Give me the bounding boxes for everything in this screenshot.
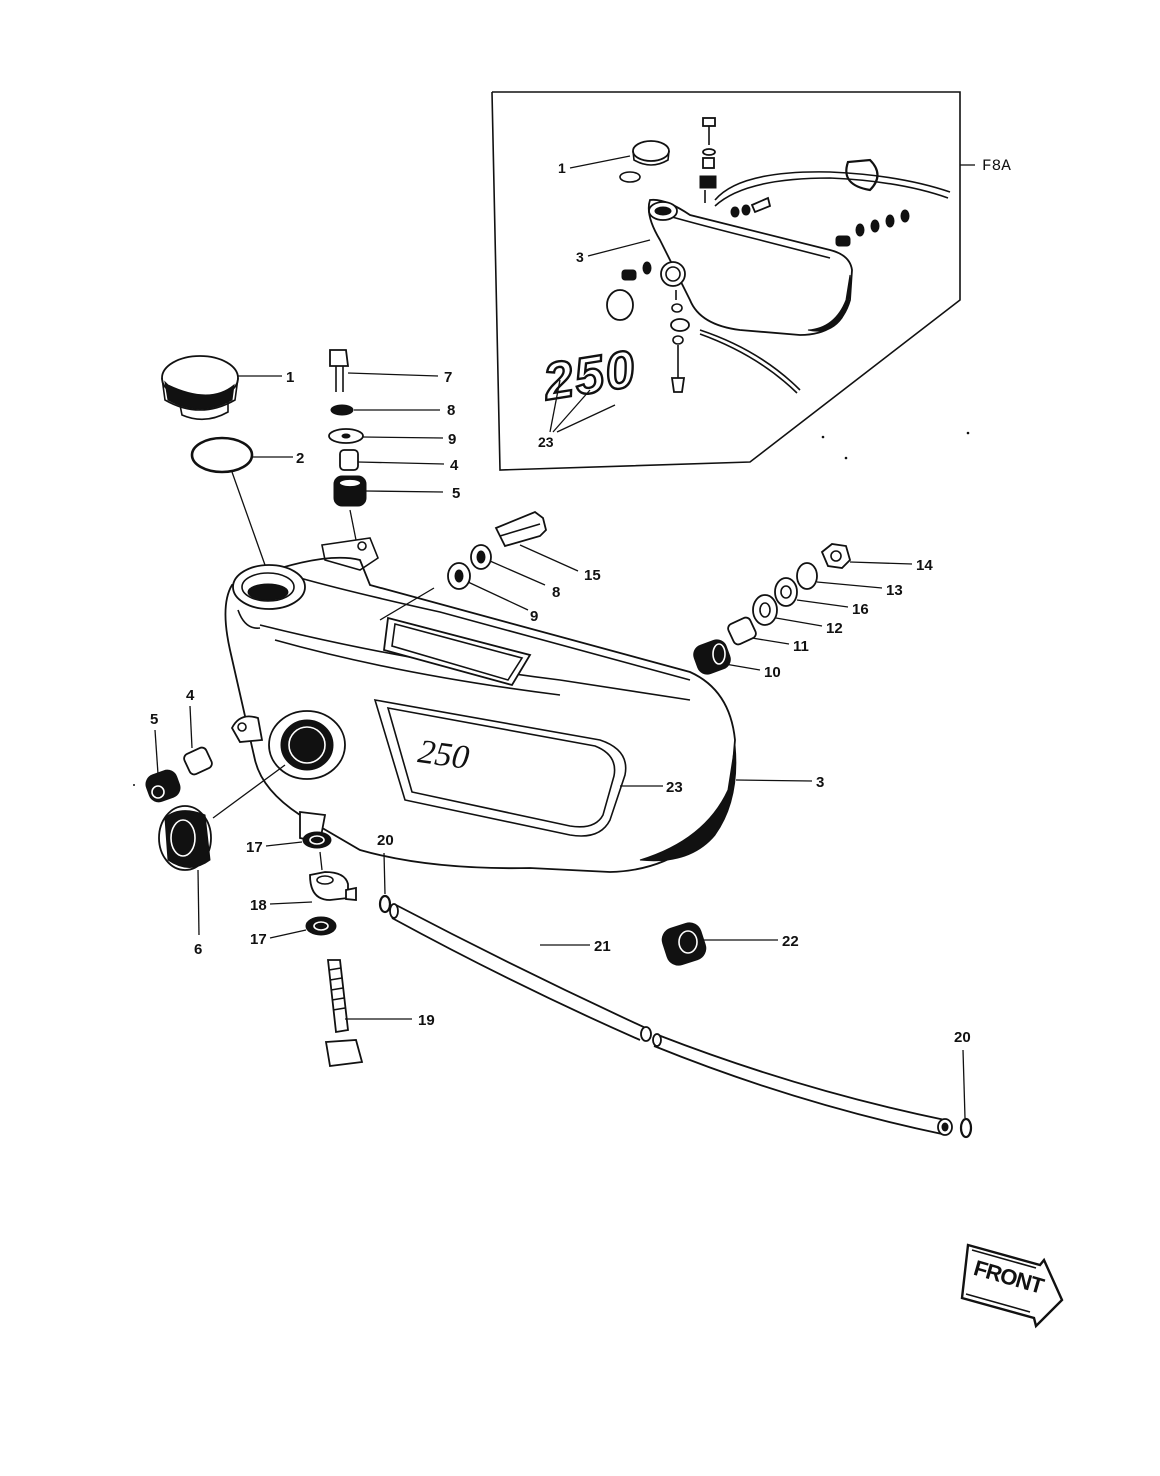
callout-22: 22 [782, 933, 799, 950]
callout-2: 2 [296, 450, 304, 467]
callout-1: 1 [286, 369, 294, 386]
callout-21: 21 [594, 938, 611, 955]
callout-4-top: 4 [450, 457, 459, 474]
callout-8-top: 8 [447, 402, 455, 419]
callout-5-top: 5 [452, 485, 460, 502]
top-bolt-stack [328, 349, 367, 541]
callout-3: 3 [816, 774, 824, 791]
callout-8-mid: 8 [552, 584, 560, 601]
callout-19: 19 [418, 1012, 435, 1029]
inset-tank-icon [647, 198, 853, 336]
filler-cap-icon [161, 355, 254, 474]
callout-7: 7 [444, 369, 452, 386]
callout-4-left: 4 [186, 687, 195, 704]
callout-14: 14 [916, 557, 933, 574]
inset-hose-icon [699, 158, 951, 394]
callout-18: 18 [250, 897, 267, 914]
callout-5-left: 5 [150, 711, 158, 728]
inset-decal: 250 [538, 339, 642, 413]
front-arrow-icon: FRONT [960, 1243, 1064, 1329]
callouts: 1 2 7 8 9 4 5 15 8 9 14 13 16 12 11 10 3… [150, 369, 971, 1046]
grommet-22-icon [661, 922, 707, 966]
hose-icon [378, 894, 973, 1139]
callout-15: 15 [584, 567, 601, 584]
callout-13: 13 [886, 582, 903, 599]
inset-decal-text: 250 [539, 340, 641, 412]
inset-callout-23: 23 [538, 434, 554, 450]
tank-decal-text: 250 [416, 733, 472, 777]
callout-16: 16 [852, 601, 869, 618]
callout-23: 23 [666, 779, 683, 796]
callout-17-top: 17 [246, 839, 263, 856]
inset-ref-label: F8A [982, 157, 1011, 175]
callout-9-mid: 9 [530, 608, 538, 625]
inset-bolt-stack [699, 117, 717, 203]
scan-specks [133, 431, 970, 786]
callout-10: 10 [764, 664, 781, 681]
right-hardware [447, 510, 852, 675]
oil-tank-icon: 250 [224, 537, 737, 873]
callout-20-right: 20 [954, 1029, 971, 1046]
callout-6: 6 [194, 941, 202, 958]
callout-20-left: 20 [377, 832, 394, 849]
inset-cap-icon [619, 140, 670, 183]
inset-callout-1: 1 [558, 160, 566, 176]
left-hardware [145, 746, 286, 871]
inset-callout-3: 3 [576, 249, 584, 265]
inset-panel: F8A [491, 91, 1011, 471]
callout-12: 12 [826, 620, 843, 637]
inset-small-parts [606, 196, 910, 393]
banjo-fitting [302, 831, 364, 1068]
callout-17-bottom: 17 [250, 931, 267, 948]
leader-lines [154, 372, 966, 1119]
callout-11: 11 [793, 638, 809, 655]
callout-9-top: 9 [448, 431, 456, 448]
